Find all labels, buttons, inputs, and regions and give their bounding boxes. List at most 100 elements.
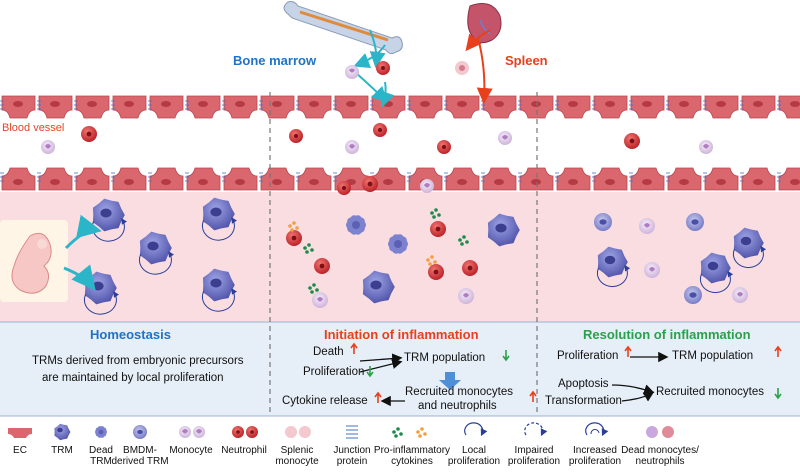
trm-cell xyxy=(138,231,175,275)
cytokine-cluster xyxy=(426,255,437,266)
legend-icon-6 xyxy=(285,426,311,438)
legend-label-line1: Pro-inflammatory xyxy=(373,445,451,456)
resolution-title: Resolution of inflammation xyxy=(583,327,751,342)
blood-vessel-label: Blood vessel xyxy=(2,122,65,134)
neutrophil-cell xyxy=(362,176,378,192)
dead-trm-cell xyxy=(95,426,107,438)
endothelial-cell xyxy=(481,167,517,191)
bmdm-trm-cell xyxy=(594,213,612,231)
endothelial-cell xyxy=(148,95,184,119)
trm-cell xyxy=(596,246,631,288)
trm-cell xyxy=(487,213,520,247)
neutrophil-cell xyxy=(246,426,258,438)
vessel-wall-bottom xyxy=(0,167,800,191)
endothelial-cell xyxy=(259,167,295,191)
bmdm-trm-cell xyxy=(686,213,704,231)
monocyte-cell xyxy=(420,179,434,193)
endothelial-cell xyxy=(370,95,406,119)
neutrophil-cell xyxy=(232,426,244,438)
monocyte-cell xyxy=(644,262,660,278)
neutrophil-cell xyxy=(428,264,444,280)
initiation-recruited-line2: and neutrophils xyxy=(418,400,497,412)
neutrophil-cell xyxy=(437,140,451,154)
homeostasis-text-line2: are maintained by local proliferation xyxy=(42,372,224,384)
legend-label-line1: TRM xyxy=(51,445,73,456)
endothelial-cell xyxy=(0,95,36,119)
legend-label-line1: Neutrophil xyxy=(221,445,267,456)
up-arrow-icon xyxy=(529,390,537,402)
neutrophil-cell xyxy=(81,126,97,142)
endothelial-cell xyxy=(74,95,110,119)
monocyte-cell xyxy=(179,426,191,438)
initiation-title: Initiation of inflammation xyxy=(324,327,479,342)
cytokine-cluster xyxy=(458,235,469,246)
splenic-monocyte-icon xyxy=(455,61,469,75)
legend-label-line2: proliferation xyxy=(447,456,501,467)
monocyte-cell xyxy=(312,292,328,308)
legend-icon-12 xyxy=(646,426,674,438)
endothelial-cell xyxy=(777,95,800,119)
cytokine-cluster xyxy=(430,208,441,219)
legend-icon-3 xyxy=(133,425,147,439)
endothelial-cell xyxy=(37,95,73,119)
homeostasis-title: Homeostasis xyxy=(90,327,171,342)
endothelial-cell xyxy=(555,167,591,191)
endothelial-cell xyxy=(629,167,665,191)
endothelial-cell xyxy=(296,167,332,191)
monocyte-cell xyxy=(41,140,55,154)
legend-icon-9 xyxy=(464,422,488,437)
endothelial-cell xyxy=(555,95,591,119)
neutrophil-cell xyxy=(289,129,303,143)
up-arrow-icon xyxy=(774,345,782,357)
bmdm-trm-cell xyxy=(684,286,702,304)
legend-icon-5 xyxy=(232,426,258,438)
legend-label-line2: cytokines xyxy=(391,456,433,467)
endothelial-cell xyxy=(666,167,702,191)
endothelial-cell xyxy=(666,95,702,119)
legend-item-12: Dead monocytes/neutrophils xyxy=(615,445,705,467)
bmdm-trm-cell xyxy=(133,425,147,439)
legend-label-line1: Local xyxy=(462,445,486,456)
resolution-recruited: Recruited monocytes xyxy=(656,386,765,398)
endothelial-cell xyxy=(185,95,221,119)
endothelial-cell xyxy=(185,167,221,191)
endothelial-cell xyxy=(296,95,332,119)
cytokine-cluster xyxy=(416,427,427,438)
initiation-trm-population: TRM population xyxy=(404,352,486,364)
up-arrow-icon xyxy=(374,391,382,403)
legend-icon-8 xyxy=(392,427,427,438)
neutrophil-cell xyxy=(430,221,446,237)
endothelial-cell xyxy=(111,167,147,191)
cytokine-cluster xyxy=(288,221,299,232)
endothelial-cell xyxy=(629,95,665,119)
homeostasis-text-line1: TRMs derived from embryonic precursors xyxy=(32,355,244,367)
legend-label-line2: protein xyxy=(336,456,368,467)
trm-cell xyxy=(362,270,395,304)
legend-label-line2: neutrophils xyxy=(635,456,685,467)
endothelial-cell xyxy=(333,95,369,119)
endothelial-cell xyxy=(740,167,776,191)
legend-icon-7 xyxy=(346,425,358,439)
bone-marrow-label: Bone marrow xyxy=(233,53,317,68)
legend-label-line1: Junction xyxy=(333,445,371,456)
monocyte-cell xyxy=(732,287,748,303)
embryo-icon xyxy=(0,220,68,302)
legend-label-line2: TRM xyxy=(90,456,112,467)
initiation-proliferation: Proliferation xyxy=(303,366,365,378)
trm-cell xyxy=(699,252,734,294)
neutrophil-icon xyxy=(376,61,390,75)
legend-icon-10 xyxy=(524,422,548,437)
legend-label-line1: Dead monocytes/ xyxy=(621,445,699,456)
down-arrow-icon xyxy=(774,388,782,400)
info-box-background xyxy=(0,322,800,416)
legend-label-line2: proliferation xyxy=(568,456,622,467)
legend-label-line1: Monocyte xyxy=(169,445,213,456)
monocyte-cell xyxy=(345,140,359,154)
legend-label-line1: Splenic xyxy=(280,445,314,456)
neutrophil-cell xyxy=(373,123,387,137)
neutrophil-cell xyxy=(337,181,351,195)
legend-icon-0 xyxy=(8,428,32,438)
